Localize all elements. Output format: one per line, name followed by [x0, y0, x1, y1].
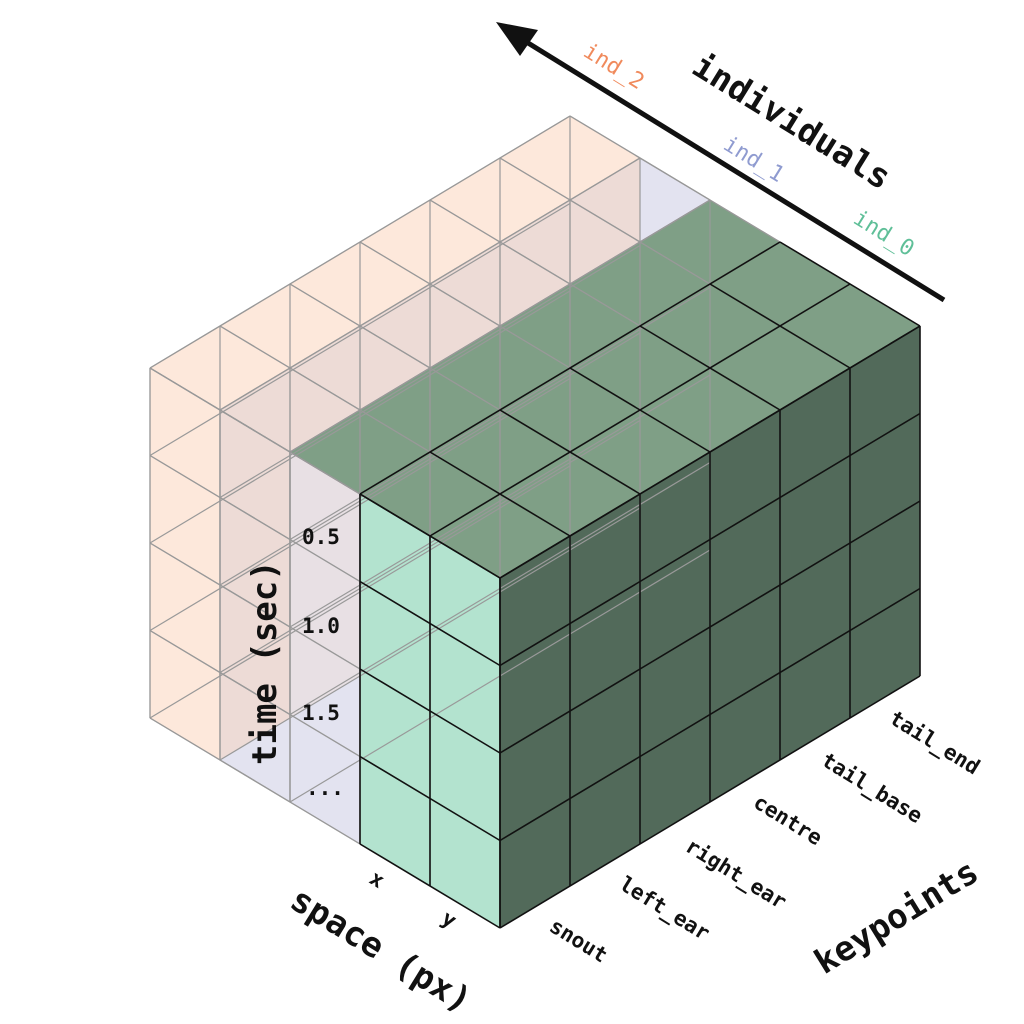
ind_0-grid-top-s: [499, 325, 921, 579]
back-grid-depth-k: [289, 283, 431, 369]
ind_0-grid-key-h: [499, 412, 921, 667]
back-grid-depth-k: [569, 115, 711, 201]
time-tick-3: ...: [306, 776, 344, 800]
time-axis-title: time (sec): [245, 560, 285, 765]
ind_0-grid-space-h: [359, 580, 501, 667]
ind_0-grid-key-h: [499, 675, 921, 929]
keypoints-axis-title: keypoints: [808, 852, 986, 983]
back-grid-ktline: [149, 290, 571, 544]
back-grid-depth-t: [149, 367, 291, 453]
individuals-axis-title: individuals: [685, 46, 898, 198]
back-grid-depth-k: [429, 199, 571, 285]
keypoint-label-snout: snout: [545, 914, 611, 968]
individual-label-ind_0: ind_0: [849, 206, 918, 262]
back-grid-depth-t: [149, 717, 291, 803]
space-tick-x: x: [365, 866, 389, 893]
back-grid-depth-t: [149, 542, 291, 628]
keypoint-label-tail_end: tail_end: [885, 706, 984, 780]
back-grid-depth-t: [149, 629, 291, 716]
back-grid-depth-k: [219, 325, 361, 411]
back-grid-depth-t: [149, 454, 291, 541]
back-grid-depth: [289, 451, 361, 495]
individual-label-ind_2: ind_2: [579, 39, 648, 95]
back-grid-depth-k: [359, 241, 501, 327]
keypoint-label-right_ear: right_ear: [681, 834, 790, 914]
back-grid-ktline: [149, 202, 571, 457]
individuals-axis-arrow: [514, 34, 946, 303]
time-tick-0: 0.5: [302, 525, 340, 549]
time-tick-2: 1.5: [302, 701, 340, 725]
ind_0-grid-space-h: [359, 755, 501, 842]
back-grid-depth-k: [499, 157, 641, 243]
ind_0-grid-key-h: [499, 587, 921, 842]
ind_0-grid-key-h: [499, 500, 921, 754]
space-tick-y: y: [437, 906, 461, 933]
space-axis-title: space (px): [283, 880, 478, 1022]
time-tick-1: 1.0: [302, 614, 340, 638]
cube-faces: [150, 116, 920, 928]
ind_0-grid-space-h: [359, 843, 501, 929]
ind_0-grid-top-s: [429, 283, 851, 537]
ind_0-grid-space-h: [359, 668, 501, 754]
cube-grid-lines: [149, 115, 921, 929]
keypoint-label-tail_base: tail_base: [817, 748, 926, 828]
keypoint-label-centre: centre: [749, 790, 826, 850]
individuals-arrowhead: [496, 22, 538, 56]
keypoint-label-left_ear: left_ear: [615, 872, 714, 946]
ind_0-grid-top-s: [359, 241, 781, 495]
